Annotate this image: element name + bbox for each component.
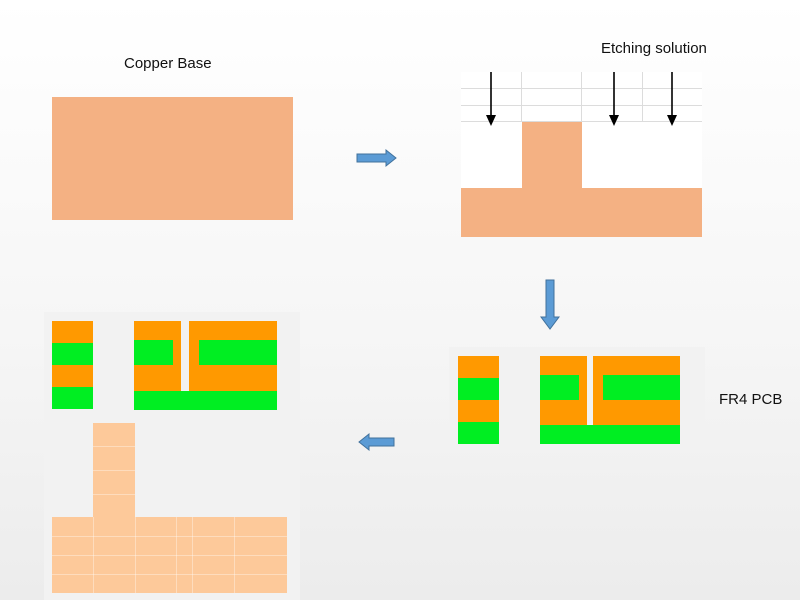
etched-copper-pillar [522,122,582,188]
etch-arrow-icon [667,72,677,126]
etch-arrow-icon [486,72,496,126]
right-arrow-icon [356,148,397,168]
copper-base-plate [52,517,287,593]
copper-base-block [52,97,293,220]
left-arrow-icon [358,432,395,452]
copper-base-label: Copper Base [124,55,212,72]
etched-copper-base [461,188,702,237]
etching-grid-area [461,72,702,122]
down-arrow-icon [540,279,560,330]
final-pcb-layers [52,321,277,410]
etching-solution-label: Etching solution [601,40,707,57]
copper-base-pillar [93,423,135,518]
fr4-pcb-layers [458,356,680,444]
etch-arrow-icon [609,72,619,126]
fr4-pcb-label: FR4 PCB [719,391,783,408]
